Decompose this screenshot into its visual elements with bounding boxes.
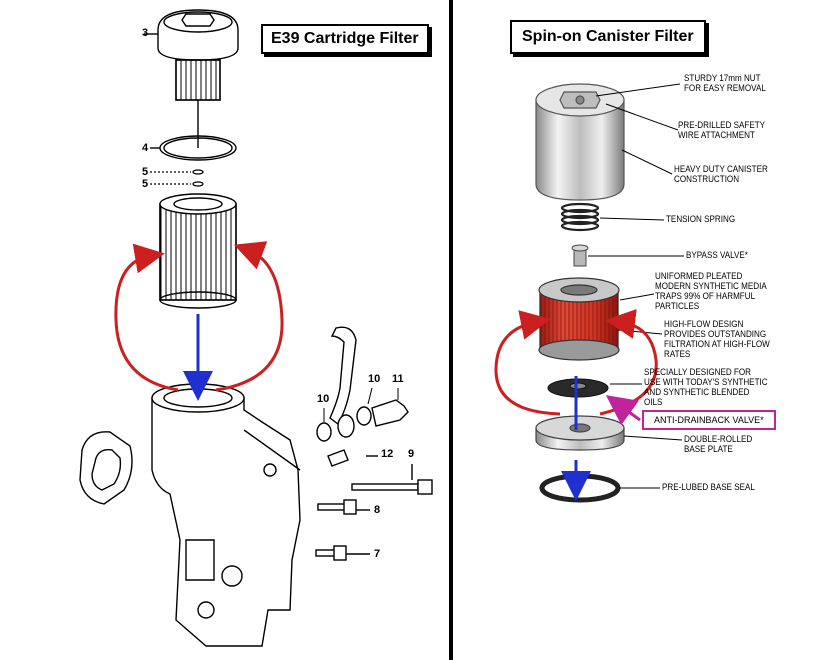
base-plate-part [535,415,625,451]
label-tension-spring: TENSION SPRING [666,214,736,225]
anti-drainback-callout: ANTI-DRAINBACK VALVE* [642,410,776,430]
canister-part [535,83,625,201]
filter-housing [151,383,301,647]
label-high-flow: HIGH-FLOW DESIGN PROVIDES OUTSTANDING FI… [664,319,770,360]
tension-spring-part [560,202,600,232]
leader-lines-left [323,387,399,422]
label-base-plate: DOUBLE-ROLLED BASE PLATE [684,434,753,455]
label-filter-media: UNIFORMED PLEATED MODERN SYNTHETIC MEDIA… [655,271,767,312]
part-number-5a: 5 [142,166,149,178]
pleated-filter-media [538,277,620,361]
o-ring-part [150,135,237,161]
label-synthetic: SPECIALLY DESIGNED FOR USE WITH TODAY'S … [644,367,768,408]
label-safety-wire: PRE-DRILLED SAFETY WIRE ATTACHMENT [678,120,766,141]
small-seals-part [150,169,204,187]
bolts [315,455,433,561]
part-number-5b: 5 [142,178,149,190]
bypass-valve-part [571,244,589,267]
part-number-4: 4 [142,142,149,154]
part-number-8: 8 [374,504,381,516]
label-canister: HEAVY DUTY CANISTER CONSTRUCTION [674,164,768,185]
cartridge-filter-title: E39 Cartridge Filter [261,24,429,54]
part-number-11: 11 [392,373,404,385]
filter-cap-part [144,9,239,148]
label-base-seal: PRE-LUBED BASE SEAL [662,482,755,493]
part-number-9: 9 [408,448,415,460]
part-number-10b: 10 [368,373,381,385]
canister-filter-title: Spin-on Canister Filter [510,20,706,54]
anti-drainback-valve-part [547,378,609,398]
part-number-7: 7 [374,548,381,560]
part-number-12: 12 [381,448,394,460]
anti-drainback-pointer [605,395,641,425]
housing-gasket [79,431,133,505]
label-bypass-valve: BYPASS VALVE* [686,250,748,261]
hose-fittings [316,326,409,467]
leader-lines-right [588,83,684,489]
label-nut: STURDY 17mm NUT FOR EASY REMOVAL [684,73,766,94]
part-number-3: 3 [142,27,149,39]
base-seal-part [539,473,621,503]
cartridge-element [159,193,237,309]
part-number-10a: 10 [317,393,330,405]
oil-flow-red-arrows-left [114,241,284,392]
